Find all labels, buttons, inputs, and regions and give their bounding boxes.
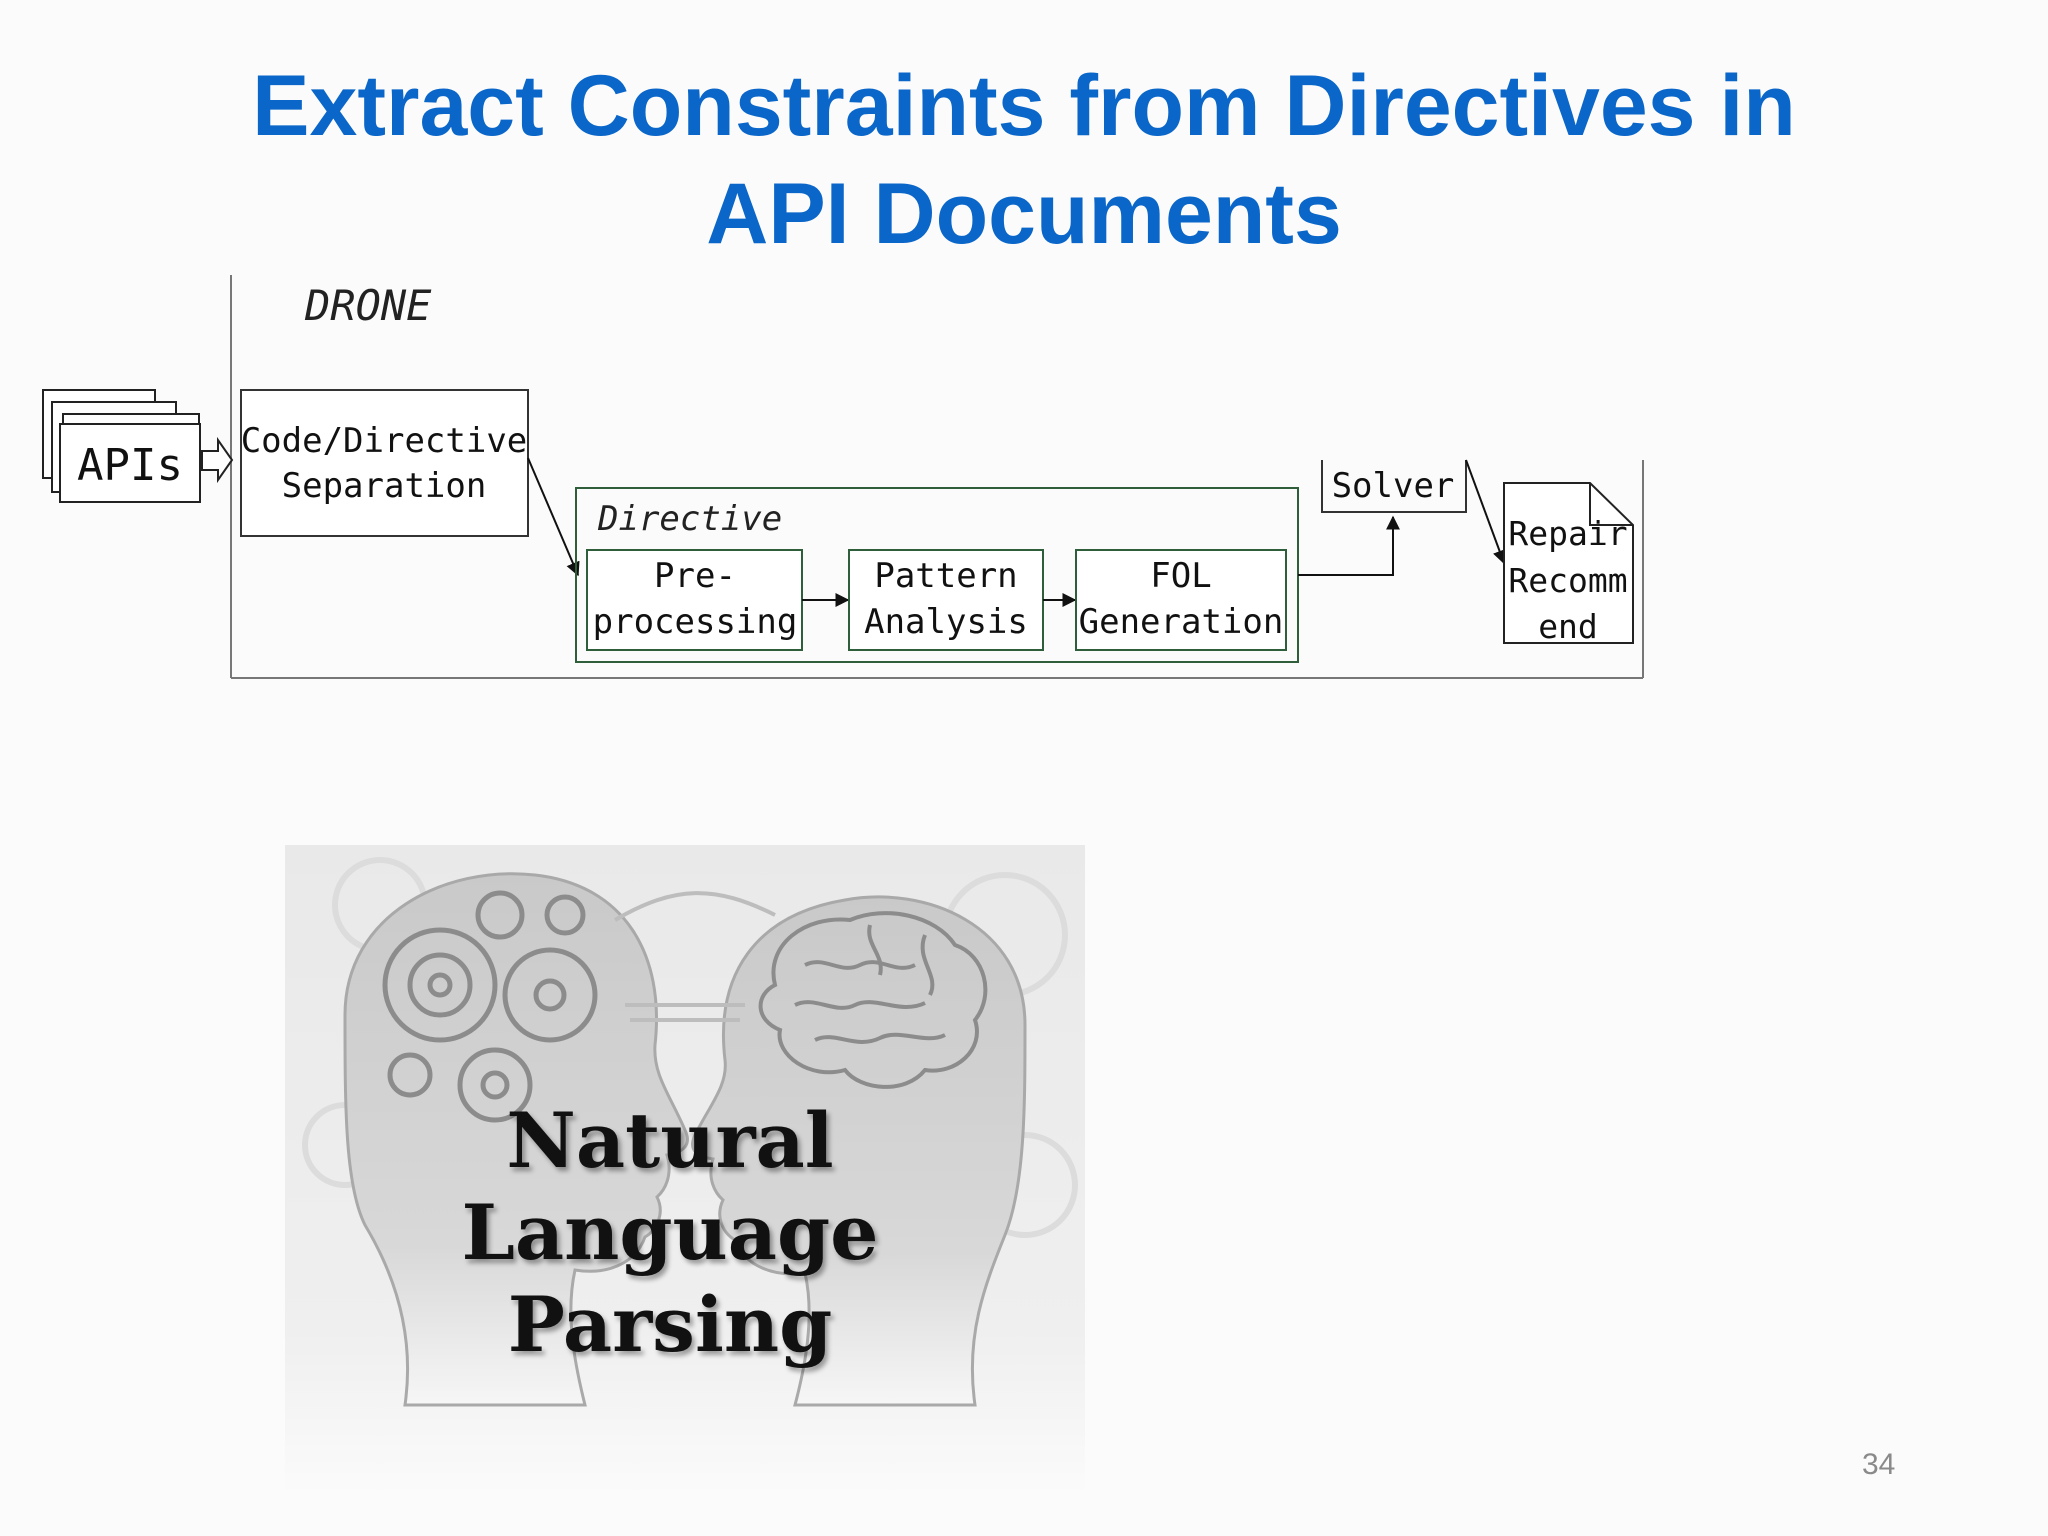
gears-in-head (382, 890, 598, 1123)
slide-title: Extract Constraints from Directives in A… (0, 52, 2048, 268)
repair-label-line-3: end (1538, 607, 1598, 646)
repair-label-line-2: Recomm (1508, 561, 1627, 600)
solver-label: Solver (1332, 466, 1455, 506)
slide-title-line-1: Extract Constraints from Directives in (252, 58, 1796, 154)
fol-label-line-2: Generation (1079, 602, 1284, 642)
repair-label-line-1: Repair (1508, 514, 1627, 553)
apis-input-arrow (201, 436, 234, 484)
drone-label: DRONE (304, 281, 432, 330)
caption-line-1: Natural Language (461, 1096, 879, 1277)
repair-recommend-document: Repair Recomm end (1503, 482, 1634, 646)
exchange-arrows (613, 891, 776, 1022)
arrow-separation-to-directive (527, 457, 580, 577)
apis-documents: APIs (42, 389, 201, 503)
arrow-solver-to-repair (1465, 459, 1507, 565)
drone-pipeline-diagram: DRONE APIs Code/Directive Separation Dir… (42, 275, 1644, 679)
preprocessing-label-line-1: Pre- (654, 556, 736, 596)
brain-in-head (758, 911, 988, 1089)
arrow-fol-to-solver (1298, 515, 1400, 576)
separation-label-line-2: Separation (282, 466, 487, 506)
fol-label-line-1: FOL (1150, 556, 1211, 596)
slide-title-line-2: API Documents (706, 166, 1342, 262)
caption-line-2: Parsing (507, 1280, 833, 1369)
left-head-silhouette (343, 872, 689, 1407)
pattern-label-line-1: Pattern (874, 556, 1017, 596)
solver-box: Solver (1321, 460, 1467, 513)
separation-label-line-1: Code/Directive (241, 421, 528, 461)
right-head-silhouette (691, 895, 1027, 1407)
apis-label: APIs (77, 440, 183, 491)
natural-language-parsing-caption: Natural Language Parsing (285, 1095, 1055, 1371)
preprocessing-label-line-2: processing (593, 602, 798, 642)
directive-group-label: Directive (597, 499, 782, 539)
preprocessing-box: Pre- processing (586, 549, 803, 651)
code-directive-separation-box: Code/Directive Separation (240, 389, 529, 537)
drone-frame (230, 275, 1644, 679)
two-heads-gears-brain-icon (285, 845, 1085, 1495)
fol-generation-box: FOL Generation (1075, 549, 1287, 651)
pattern-label-line-2: Analysis (864, 602, 1028, 642)
page-number: 34 (1862, 1448, 1896, 1481)
pattern-analysis-box: Pattern Analysis (848, 549, 1044, 651)
